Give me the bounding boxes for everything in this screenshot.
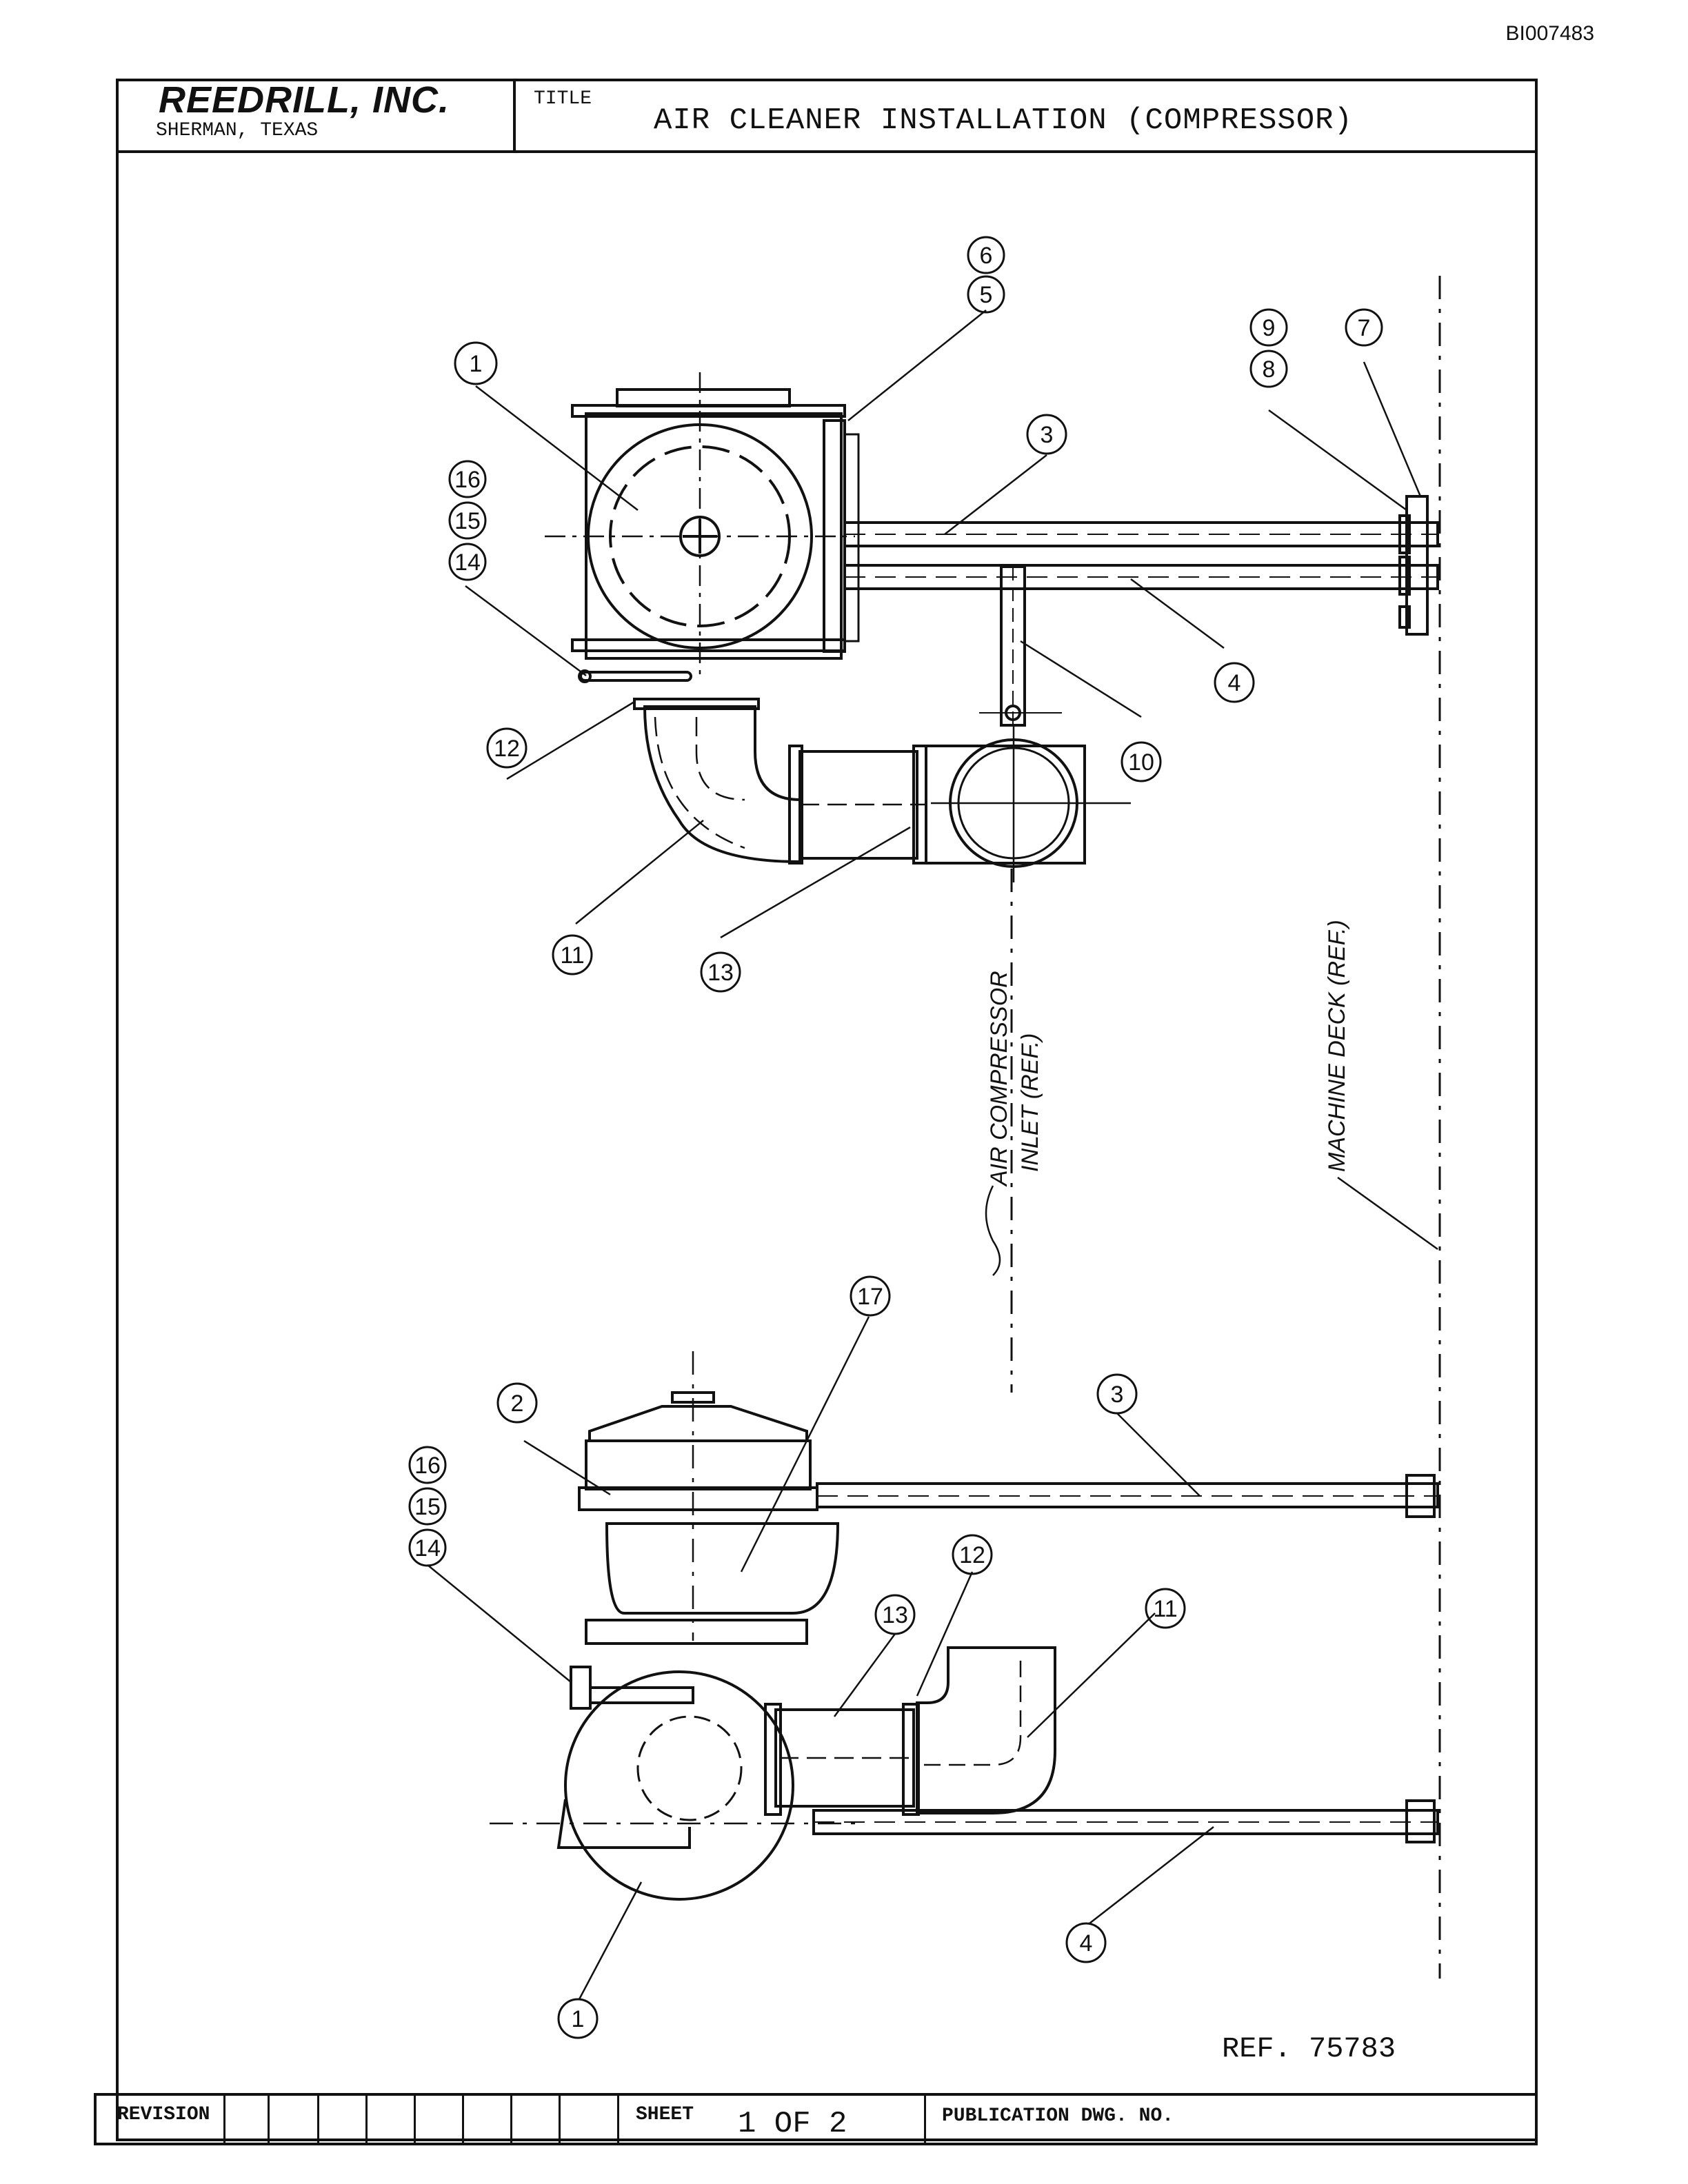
company-location: SHERMAN, TEXAS [156, 120, 319, 141]
callout-16-side-label: 16 [414, 1453, 441, 1479]
callout-17-label: 17 [857, 1284, 883, 1310]
callout-13-side [874, 1594, 916, 1635]
callout-17 [850, 1275, 891, 1317]
filter-lid-cone [588, 1405, 808, 1442]
company-cell: REEDRILL, INC. SHERMAN, TEXAS [116, 79, 516, 150]
callout-5 [967, 275, 1005, 314]
callouts: 1 5 6 3 8 9 7 4 10 12 11 13 14 15 16 2 [408, 236, 1383, 2039]
callout-1-top-label: 1 [470, 351, 483, 377]
compressor-inlet-flange [925, 745, 1086, 865]
callout-10-label: 10 [1128, 749, 1154, 776]
callout-7 [1345, 308, 1383, 347]
outlet-circle [636, 1715, 743, 1821]
callout-12-side-label: 12 [959, 1542, 985, 1568]
callout-13-top-label: 13 [707, 960, 734, 986]
callout-14-top [448, 543, 487, 581]
callout-12-top-label: 12 [494, 736, 520, 762]
callout-8-label: 8 [1263, 356, 1276, 383]
callout-4-side [1065, 1922, 1107, 1963]
reference-number: REF. 75783 [1222, 2032, 1396, 2065]
callout-15-side-label: 15 [414, 1494, 441, 1520]
revision-cell [365, 2096, 393, 2143]
document-id: BI007483 [1505, 22, 1594, 45]
callout-3-side-label: 3 [1111, 1382, 1124, 1408]
callout-3-side [1096, 1373, 1138, 1415]
drawing-title: AIR CLEANER INSTALLATION (COMPRESSOR) [654, 103, 1353, 138]
callout-5-label: 5 [980, 282, 993, 308]
callout-4-top-label: 4 [1228, 670, 1241, 696]
dust-cup-17 [605, 1522, 840, 1615]
revision-block: REVISION SHEET 1 OF 2 PUBLICATION DWG. N… [94, 2093, 1538, 2145]
inlet-note-line2: INLET (REF.) [1017, 1033, 1043, 1172]
callout-16-side [408, 1446, 447, 1484]
callout-12-side [952, 1534, 993, 1575]
callout-4-side-label: 4 [1080, 1930, 1093, 1957]
callout-1-top [454, 341, 498, 385]
callout-7-label: 7 [1358, 315, 1371, 341]
revision-cell [223, 2096, 251, 2143]
callout-1-side [557, 1998, 599, 2039]
callout-11-side [1145, 1588, 1186, 1629]
housing-cap [616, 388, 791, 407]
callout-2 [496, 1382, 538, 1424]
callout-3-top-label: 3 [1041, 422, 1054, 448]
callout-15-top [448, 501, 487, 540]
callout-13-top [700, 951, 741, 993]
sheet-label: SHEET [636, 2104, 694, 2125]
callout-6 [967, 236, 1005, 274]
callout-11-top-label: 11 [560, 942, 584, 969]
callout-14-side [408, 1528, 447, 1567]
hose-13-side [774, 1708, 915, 1808]
machine-deck-note: MACHINE DECK (REF.) [1324, 920, 1350, 1172]
sheet-value: 1 OF 2 [738, 2107, 847, 2141]
top-view [545, 372, 1439, 882]
callout-14-top-label: 14 [454, 549, 481, 576]
revision-cell [510, 2096, 538, 2143]
callout-16-top-label: 16 [454, 467, 481, 493]
side-view [490, 1351, 1439, 1901]
publication-divider [924, 2096, 952, 2143]
filter-body-upper [585, 1439, 812, 1490]
callout-6-label: 6 [980, 243, 993, 269]
callout-1-side-label: 1 [572, 2006, 585, 2032]
callout-11-side-label: 11 [1153, 1596, 1177, 1622]
callout-14-side-label: 14 [414, 1535, 441, 1561]
inlet-note-line1: AIR COMPRESSOR [986, 971, 1012, 1187]
air-cleaner-side-body [564, 1670, 794, 1901]
callout-11-top [552, 934, 593, 975]
callout-16-top [448, 460, 487, 498]
inlet-note-bracket [985, 1185, 1001, 1276]
title-label: TITLE [534, 88, 592, 110]
drawing-frame [116, 79, 1538, 2141]
revision-label: REVISION [117, 2104, 210, 2125]
callout-10 [1121, 741, 1162, 782]
callout-13-side-label: 13 [882, 1602, 908, 1628]
publication-label: PUBLICATION DWG. NO. [942, 2105, 1174, 2127]
callout-15-side [408, 1487, 447, 1526]
revision-cell [317, 2096, 345, 2143]
callout-9 [1249, 308, 1288, 347]
elbow-11-top [643, 705, 801, 864]
clamp-strip [579, 671, 692, 682]
revision-cell [559, 2096, 586, 2143]
clamp-knob [570, 1666, 592, 1710]
sheet-divider [617, 2096, 645, 2143]
leader-lines [427, 310, 1438, 2000]
revision-cell [462, 2096, 490, 2143]
revision-cell [268, 2096, 295, 2143]
callout-4-top [1214, 662, 1255, 703]
callout-2-label: 2 [511, 1391, 524, 1417]
callout-8 [1249, 350, 1288, 388]
housing-flange-bottom [571, 638, 846, 652]
callout-12-top [486, 727, 528, 769]
callout-3-top [1026, 414, 1067, 455]
title-block: REEDRILL, INC. SHERMAN, TEXAS TITLE AIR … [116, 79, 1538, 153]
company-name: REEDRILL, INC. [159, 79, 450, 121]
callout-9-label: 9 [1263, 315, 1276, 341]
revision-cell [414, 2096, 441, 2143]
callout-15-top-label: 15 [454, 508, 481, 534]
